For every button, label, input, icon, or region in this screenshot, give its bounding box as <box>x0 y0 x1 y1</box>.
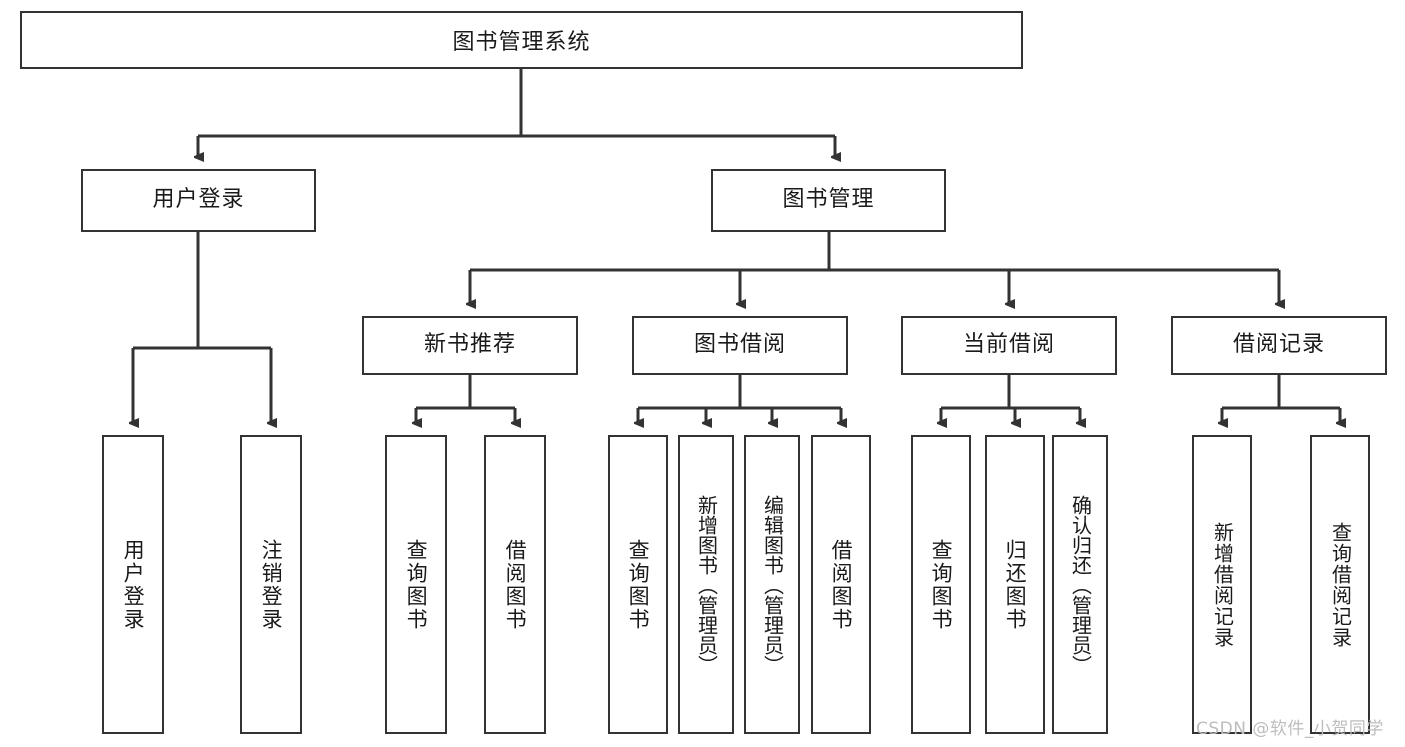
node-borrow-record[interactable]: 借阅记录 <box>1171 316 1387 375</box>
node-leaf-borrow-book-2-label: 借阅图书 <box>829 538 854 631</box>
node-user-login-label: 用户登录 <box>152 187 245 213</box>
node-new-book-recommend-label: 新书推荐 <box>423 332 516 358</box>
node-leaf-query-book-2[interactable]: 查询图书 <box>608 435 668 734</box>
node-leaf-user-login-label: 用户登录 <box>121 538 146 631</box>
node-leaf-query-book-1[interactable]: 查询图书 <box>385 435 447 734</box>
node-book-borrow-label: 图书借阅 <box>693 332 786 358</box>
node-root-label: 图书管理系统 <box>452 30 591 55</box>
node-leaf-borrow-book-1-label: 借阅图书 <box>503 538 528 631</box>
node-leaf-add-record[interactable]: 新增借阅记录 <box>1192 435 1252 734</box>
node-leaf-query-record[interactable]: 查询借阅记录 <box>1310 435 1370 734</box>
node-leaf-return-book[interactable]: 归还图书 <box>985 435 1045 734</box>
node-current-borrow-label: 当前借阅 <box>962 332 1055 358</box>
node-leaf-add-book-label: 新增图书（管理员） <box>694 494 719 675</box>
node-root[interactable]: 图书管理系统 <box>20 11 1023 69</box>
node-leaf-edit-book-label: 编辑图书（管理员） <box>760 494 785 675</box>
node-leaf-query-book-2-label: 查询图书 <box>626 538 651 631</box>
node-current-borrow[interactable]: 当前借阅 <box>901 316 1117 375</box>
node-borrow-record-label: 借阅记录 <box>1232 332 1325 358</box>
node-book-management[interactable]: 图书管理 <box>711 169 946 232</box>
node-leaf-return-book-label: 归还图书 <box>1003 538 1028 631</box>
node-leaf-borrow-book-1[interactable]: 借阅图书 <box>484 435 546 734</box>
node-user-login[interactable]: 用户登录 <box>81 169 316 232</box>
node-new-book-recommend[interactable]: 新书推荐 <box>362 316 578 375</box>
node-leaf-query-book-3-label: 查询图书 <box>929 538 954 631</box>
node-leaf-edit-book[interactable]: 编辑图书（管理员） <box>744 435 800 734</box>
node-leaf-borrow-book-2[interactable]: 借阅图书 <box>811 435 871 734</box>
node-leaf-query-book-3[interactable]: 查询图书 <box>911 435 971 734</box>
node-leaf-user-logout[interactable]: 注销登录 <box>240 435 302 734</box>
node-book-borrow[interactable]: 图书借阅 <box>632 316 848 375</box>
node-leaf-user-logout-label: 注销登录 <box>259 538 284 631</box>
node-leaf-confirm-return[interactable]: 确认归还（管理员） <box>1052 435 1108 734</box>
node-leaf-query-record-label: 查询借阅记录 <box>1328 521 1353 648</box>
node-leaf-confirm-return-label: 确认归还（管理员） <box>1068 494 1093 675</box>
node-book-management-label: 图书管理 <box>782 187 875 213</box>
watermark: CSDN @软件_小贺同学 <box>1196 719 1384 739</box>
node-leaf-user-login[interactable]: 用户登录 <box>102 435 164 734</box>
node-leaf-add-book[interactable]: 新增图书（管理员） <box>678 435 734 734</box>
node-leaf-query-book-1-label: 查询图书 <box>404 538 429 631</box>
node-leaf-add-record-label: 新增借阅记录 <box>1210 521 1235 648</box>
